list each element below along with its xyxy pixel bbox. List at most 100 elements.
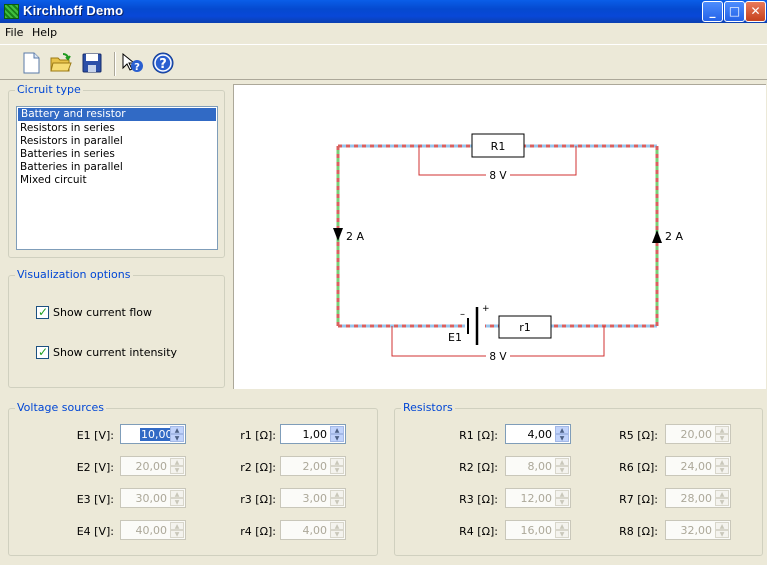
internal-resistance-input[interactable]: 1,00▲▼ <box>280 424 346 444</box>
resistor-input[interactable]: 20,00▲▼ <box>665 424 731 444</box>
show-current-flow-checkbox[interactable]: ✓ <box>36 305 49 319</box>
emf-input-value[interactable]: 30,00 <box>135 492 168 505</box>
spin-up-icon[interactable]: ▲ <box>170 458 184 466</box>
show-current-intensity-label[interactable]: Show current intensity <box>53 346 178 359</box>
spin-down-icon[interactable]: ▼ <box>715 434 729 442</box>
close-button[interactable]: ✕ <box>745 1 766 22</box>
circuit-type-item[interactable]: Resistors in series <box>20 122 115 134</box>
internal-resistance-input-value[interactable]: 3,00 <box>302 492 328 505</box>
spin-down-icon[interactable]: ▼ <box>555 434 569 442</box>
spin-down-icon[interactable]: ▼ <box>330 434 344 442</box>
resistor-input-value[interactable]: 24,00 <box>680 460 713 473</box>
new-button[interactable] <box>19 51 43 75</box>
spin-up-icon[interactable]: ▲ <box>715 490 729 498</box>
resistor-input[interactable]: 8,00▲▼ <box>505 456 571 476</box>
spin-up-icon[interactable]: ▲ <box>555 522 569 530</box>
context-help-button[interactable]: ? <box>120 51 144 75</box>
circuit-canvas: R1 8 V 2 A 2 A – + E1 r1 8 V <box>233 84 766 389</box>
spin-up-icon[interactable]: ▲ <box>555 426 569 434</box>
emf-input[interactable]: 20,00▲▼ <box>120 456 186 476</box>
resistor-input-value[interactable]: 28,00 <box>680 492 713 505</box>
internal-resistance-input[interactable]: 2,00▲▼ <box>280 456 346 476</box>
internal-resistance-input[interactable]: 4,00▲▼ <box>280 520 346 540</box>
internal-resistance-input[interactable]: 3,00▲▼ <box>280 488 346 508</box>
context-help-icon: ? <box>122 52 143 73</box>
open-button[interactable] <box>49 51 73 75</box>
resistor-input-value[interactable]: 12,00 <box>520 492 553 505</box>
spin-up-icon[interactable]: ▲ <box>330 490 344 498</box>
spin-down-icon[interactable]: ▼ <box>170 434 184 442</box>
emf-input-value[interactable]: 40,00 <box>135 524 168 537</box>
spin-up-icon[interactable]: ▲ <box>330 522 344 530</box>
resistor-input[interactable]: 12,00▲▼ <box>505 488 571 508</box>
current-arrow-up-icon <box>652 230 662 243</box>
spin-up-icon[interactable]: ▲ <box>555 490 569 498</box>
resistor-r1[interactable] <box>471 133 525 158</box>
spin-down-icon[interactable]: ▼ <box>715 530 729 538</box>
spin-down-icon[interactable]: ▼ <box>330 530 344 538</box>
spin-down-icon[interactable]: ▼ <box>330 466 344 474</box>
minimize-button[interactable]: _ <box>702 1 723 22</box>
spin-up-icon[interactable]: ▲ <box>170 490 184 498</box>
resistor-input[interactable]: 32,00▲▼ <box>665 520 731 540</box>
resistor-input-value[interactable]: 16,00 <box>520 524 553 537</box>
spin-down-icon[interactable]: ▼ <box>170 466 184 474</box>
circuit-type-item[interactable]: Battery and resistor <box>18 108 216 121</box>
save-button[interactable] <box>80 51 104 75</box>
spin-down-icon[interactable]: ▼ <box>170 530 184 538</box>
circuit-type-item[interactable]: Batteries in parallel <box>20 161 123 173</box>
spin-down-icon[interactable]: ▼ <box>330 498 344 506</box>
resistor-input[interactable]: 28,00▲▼ <box>665 488 731 508</box>
emf-label: E3 [V]: <box>76 493 114 506</box>
emf-input-value[interactable]: 20,00 <box>135 460 168 473</box>
menu-help[interactable]: Help <box>32 26 58 39</box>
spin-down-icon[interactable]: ▼ <box>555 498 569 506</box>
internal-resistance-input-value[interactable]: 1,00 <box>302 428 328 441</box>
spin-up-icon[interactable]: ▲ <box>330 426 344 434</box>
resistor-input-value[interactable]: 8,00 <box>527 460 553 473</box>
spin-up-icon[interactable]: ▲ <box>170 522 184 530</box>
resistor-input-value[interactable]: 32,00 <box>680 524 713 537</box>
spin-up-icon[interactable]: ▲ <box>170 426 184 434</box>
circuit-type-item[interactable]: Resistors in parallel <box>20 135 123 147</box>
spin-up-icon[interactable]: ▲ <box>715 426 729 434</box>
emf-input[interactable]: 30,00▲▼ <box>120 488 186 508</box>
spin-down-icon[interactable]: ▼ <box>715 466 729 474</box>
circuit-type-item[interactable]: Mixed circuit <box>20 174 87 186</box>
resistor-label: R1 [Ω]: <box>459 429 498 442</box>
spin-down-icon[interactable]: ▼ <box>555 530 569 538</box>
spin-up-icon[interactable]: ▲ <box>555 458 569 466</box>
spin-down-icon[interactable]: ▼ <box>555 466 569 474</box>
internal-resistance-input-value[interactable]: 4,00 <box>302 524 328 537</box>
maximize-button[interactable]: □ <box>724 1 745 22</box>
resistor-input-value[interactable]: 20,00 <box>680 428 713 441</box>
resistor-label: R7 [Ω]: <box>619 493 658 506</box>
spin-up-icon[interactable]: ▲ <box>330 458 344 466</box>
resistors-group: Resistors <box>394 401 763 556</box>
spin-down-icon[interactable]: ▼ <box>715 498 729 506</box>
emf-input[interactable]: 40,00▲▼ <box>120 520 186 540</box>
title-bar[interactable]: Kirchhoff Demo _ □ ✕ <box>0 0 767 23</box>
emf-input[interactable]: 10,00▲▼ <box>120 424 186 444</box>
resistor-input-value[interactable]: 4,00 <box>527 428 553 441</box>
emf-input-value[interactable]: 10,00 <box>140 428 174 441</box>
resistor-label: R5 [Ω]: <box>619 429 658 442</box>
resistor-label: R4 [Ω]: <box>459 525 498 538</box>
menu-file[interactable]: File <box>5 26 24 39</box>
checkmark-icon: ✓ <box>38 305 49 319</box>
spin-down-icon[interactable]: ▼ <box>170 498 184 506</box>
window-title: Kirchhoff Demo <box>23 3 124 18</box>
resistor-input[interactable]: 4,00▲▼ <box>505 424 571 444</box>
show-current-flow-label[interactable]: Show current flow <box>53 306 153 319</box>
internal-resistor-r1[interactable] <box>498 315 552 339</box>
resistor-input[interactable]: 24,00▲▼ <box>665 456 731 476</box>
spin-up-icon[interactable]: ▲ <box>715 458 729 466</box>
circuit-type-item[interactable]: Batteries in series <box>20 148 115 160</box>
help-button[interactable]: ? <box>151 51 175 75</box>
spin-up-icon[interactable]: ▲ <box>715 522 729 530</box>
internal-resistance-input-value[interactable]: 2,00 <box>302 460 328 473</box>
show-current-intensity-checkbox[interactable]: ✓ <box>36 345 49 359</box>
resistor-input[interactable]: 16,00▲▼ <box>505 520 571 540</box>
